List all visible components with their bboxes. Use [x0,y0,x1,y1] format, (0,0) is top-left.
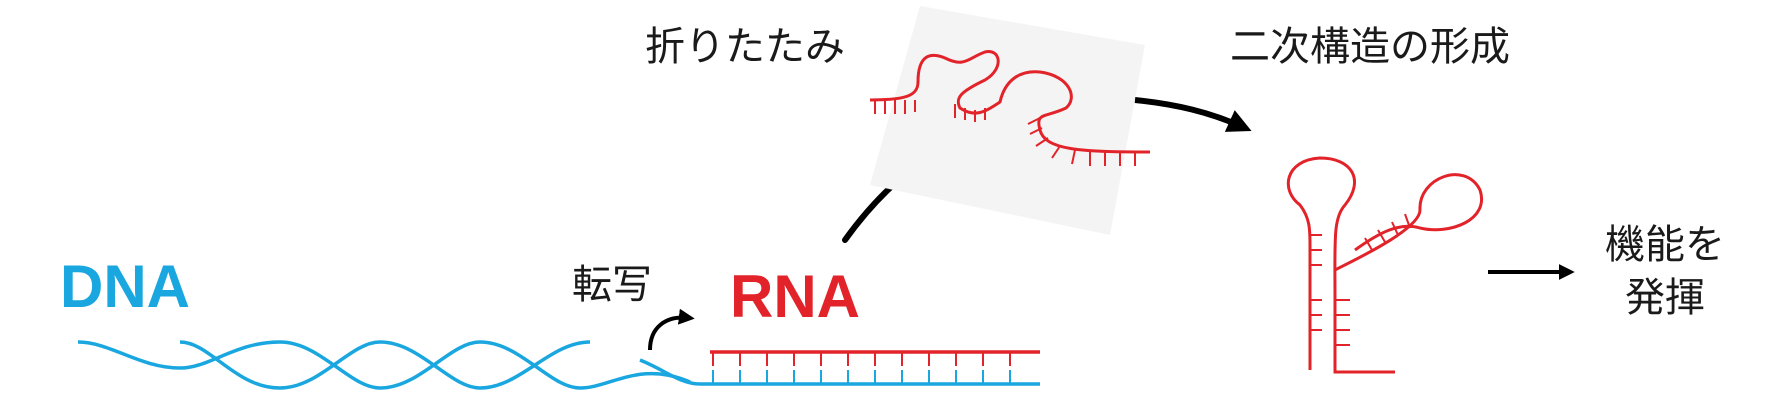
rna-label: RNA [730,263,860,330]
folding-rna [869,50,1151,166]
folding-panel [870,6,1145,235]
transcription-arrow-icon [648,308,695,351]
transcription-label: 転写 [572,262,652,308]
dna-helix [77,340,1040,390]
rna-strand [710,350,1040,366]
function-label-line1: 機能を [1605,222,1725,268]
dna-strand-a [77,340,691,390]
secondary-structure [1286,156,1484,374]
dna-template-strand [639,358,1040,386]
secondary-structure-label: 二次構造の形成 [1230,24,1510,70]
formation-arrow-icon [1134,97,1252,132]
function-label-line2: 発揮 [1625,275,1705,321]
dna-label: DNA [60,253,190,320]
dna-base-ticks [712,370,1011,384]
dna-strand-b [179,340,591,390]
folding-label: 折りたたみ [645,24,845,70]
